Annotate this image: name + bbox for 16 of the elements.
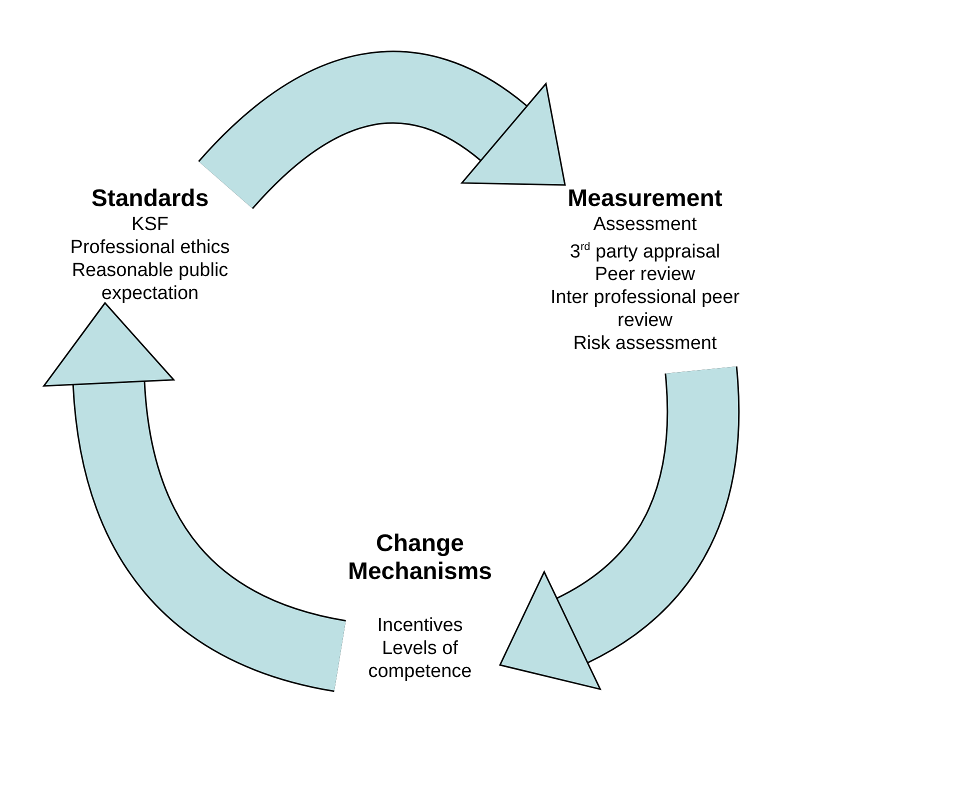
node-item: Levels of competence [367,637,473,683]
curved-arrow [198,50,568,210]
node-item: Incentives [377,614,463,637]
node-item: Professional ethics [70,236,230,259]
node-item: KSF [132,213,168,236]
node-item: Reasonable public expectation [70,259,230,305]
curved-arrow [500,368,740,689]
curved-arrow [43,302,348,692]
node-item: Inter professional peer review [549,286,741,332]
node-heading: Change Mechanisms [346,530,494,586]
node-item: Assessment [593,213,697,236]
node-item: Peer review [594,263,696,286]
node-heading: Standards [91,185,209,213]
node-item: 3$^{rd}$ party appraisal [570,240,720,264]
node-heading: Measurement [568,185,722,213]
node-item: Risk assessment [573,332,717,356]
